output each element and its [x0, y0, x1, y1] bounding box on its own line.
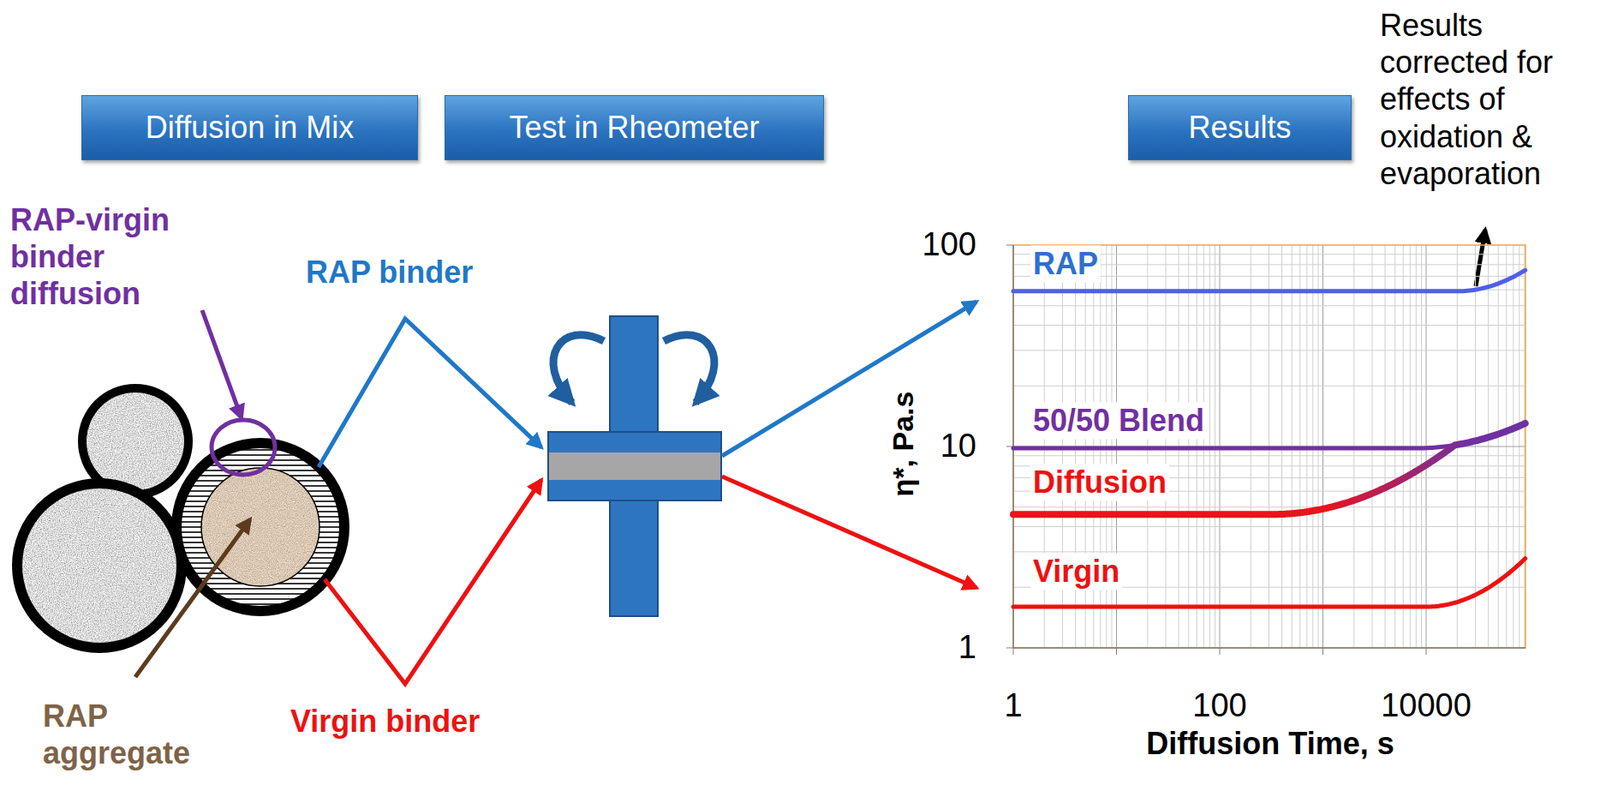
axis-line	[1013, 244, 1526, 648]
callout-arrow	[1475, 229, 1486, 287]
flow-arrow	[722, 476, 977, 588]
tick	[1426, 647, 1427, 655]
grid-line	[1013, 454, 1526, 456]
axis-tick-label: 100	[922, 225, 977, 265]
flow-arrow	[318, 318, 542, 467]
grid-line	[1013, 525, 1526, 527]
grid-line	[1013, 385, 1526, 387]
header-box: Test in Rheometer	[444, 95, 824, 161]
flow-label: Virgin binder	[290, 702, 480, 740]
note-text: Results corrected for effects of oxidati…	[1379, 6, 1593, 192]
axis-tick-label: 10	[940, 426, 977, 466]
rheometer	[548, 316, 722, 616]
series-label: 50/50 Blend	[1030, 401, 1207, 439]
series-label: Virgin	[1030, 552, 1123, 590]
header-box: Diffusion in Mix	[81, 95, 418, 161]
flow-arrow	[324, 479, 542, 684]
callout-label: RAP aggregate	[42, 697, 206, 771]
tick	[1322, 647, 1324, 655]
series-label: RAP	[1030, 244, 1101, 282]
header-text: Test in Rheometer	[508, 109, 759, 146]
flow-label: RAP binder	[305, 253, 473, 291]
plot-frame	[1013, 244, 1526, 648]
grid-line	[1013, 550, 1526, 552]
axis-title: η*, Pa.s	[885, 391, 921, 497]
tick	[1013, 647, 1015, 655]
leader-arrow	[202, 310, 242, 418]
axis-tick-label: 100	[1192, 686, 1247, 726]
axis-tick-label: 10000	[1380, 686, 1472, 726]
grid-line	[1013, 324, 1526, 326]
leader-arrow	[135, 519, 251, 677]
grid-line	[1013, 506, 1526, 508]
axis-tick-label: 1	[1003, 686, 1022, 726]
tick	[1219, 647, 1221, 655]
flow-arrow	[722, 301, 977, 456]
tick	[1116, 647, 1117, 655]
axis-tick-label: 1	[958, 627, 977, 668]
tick	[1006, 647, 1014, 649]
axis-title: Diffusion Time, s	[1146, 724, 1394, 762]
grid-line	[1013, 304, 1526, 306]
viscosity-chart	[1006, 244, 1526, 655]
header-text: Results	[1188, 109, 1291, 146]
header-text: Diffusion in Mix	[145, 109, 354, 146]
series-label: Diffusion	[1030, 463, 1170, 501]
grid-line	[1013, 349, 1526, 351]
callout-label: RAP-virgin binder diffusion	[10, 201, 209, 313]
tick	[1006, 244, 1014, 246]
header-box: Results	[1128, 95, 1352, 161]
diffusion-zone	[211, 419, 275, 475]
